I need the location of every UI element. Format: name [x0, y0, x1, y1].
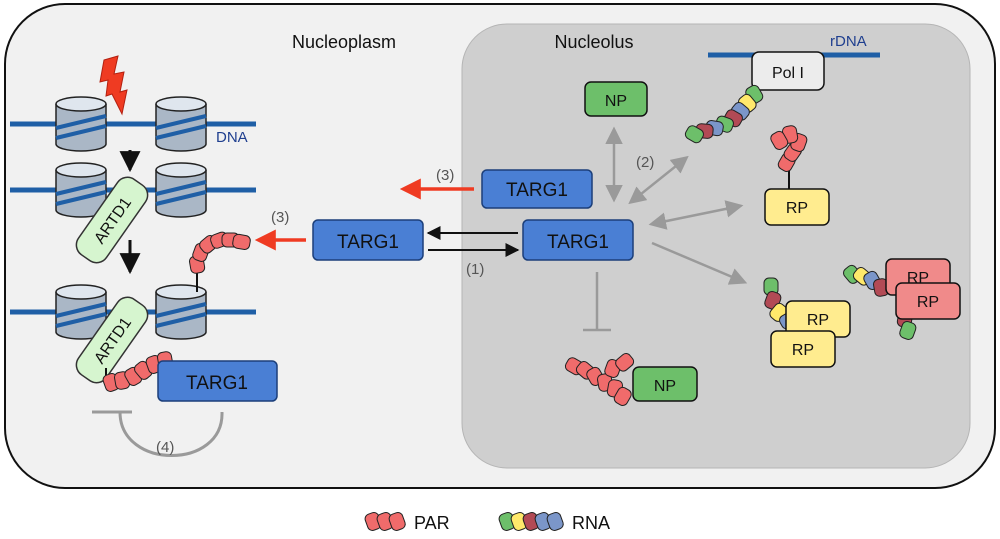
par-chain-nucleosome [189, 231, 251, 274]
pol-i-box [751, 51, 825, 91]
legend-rna-label: RNA [572, 513, 610, 533]
targ1-box-nucleoplasm [312, 219, 424, 261]
rp-box-upper [764, 188, 830, 226]
legend-par-label: PAR [414, 513, 450, 533]
targ1-label-nucleolar: TARG1 [547, 232, 609, 253]
nucleosome-1b [155, 96, 207, 152]
nucleosome-1a [55, 96, 107, 152]
rp-box-yellow-2 [770, 330, 836, 368]
artd1-box-row2 [75, 176, 149, 264]
step-4-label: (4) [156, 439, 174, 456]
rp-label-yellow-2: RP [792, 342, 814, 359]
arrow-targ1-rp-complex [651, 241, 748, 285]
np-box-bottom [632, 366, 698, 402]
nucleolus-region [461, 23, 971, 469]
rna-chain-rp-pink [843, 264, 917, 340]
legend-par-icon [364, 511, 406, 531]
np-label-bottom: NP [654, 378, 676, 395]
targ1-box-par-bound [157, 360, 278, 402]
par-chain-np [564, 353, 635, 406]
step-3-label-lower: (3) [271, 209, 289, 226]
arrow-targ1-rna [628, 155, 689, 205]
step-1-label: (1) [466, 261, 484, 278]
dna-label: DNA [216, 129, 248, 146]
step-2-label: (2) [636, 154, 654, 171]
artd1-box-row3 [75, 296, 149, 384]
rdna-label: rDNA [830, 33, 867, 50]
rp-label-yellow-1: RP [807, 312, 829, 329]
pol-i-label: Pol I [772, 65, 804, 82]
targ1-label-upper: TARG1 [506, 180, 568, 201]
par-chain-rp [770, 125, 808, 172]
rp-box-pink-2 [895, 282, 961, 320]
arrow-targ1-rp-upper [648, 200, 744, 230]
legend-rna-icon [498, 511, 564, 531]
rna-chain-rp-yellow [763, 277, 799, 330]
nucleosome-3b [155, 284, 207, 340]
nucleosome-2b [155, 162, 207, 218]
nucleosome-2a [55, 162, 107, 218]
np-label-top: NP [605, 93, 627, 110]
rp-label-pink-2: RP [917, 294, 939, 311]
targ1-box-upper [481, 169, 593, 209]
step-3-label-upper: (3) [436, 167, 454, 184]
np-box-top [584, 81, 648, 117]
targ1-label-par-bound: TARG1 [186, 373, 248, 394]
nucleoplasm-label: Nucleoplasm [292, 32, 396, 52]
targ1-label-nucleoplasm: TARG1 [337, 232, 399, 253]
targ1-box-nucleolar [522, 219, 634, 261]
nucleolus-label: Nucleolus [554, 32, 633, 52]
rp-label-upper: RP [786, 200, 808, 217]
dna-damage-lightning-icon [99, 55, 128, 116]
rna-chain-pol-i [684, 84, 764, 144]
feedback-inhibition-curve [118, 411, 224, 457]
